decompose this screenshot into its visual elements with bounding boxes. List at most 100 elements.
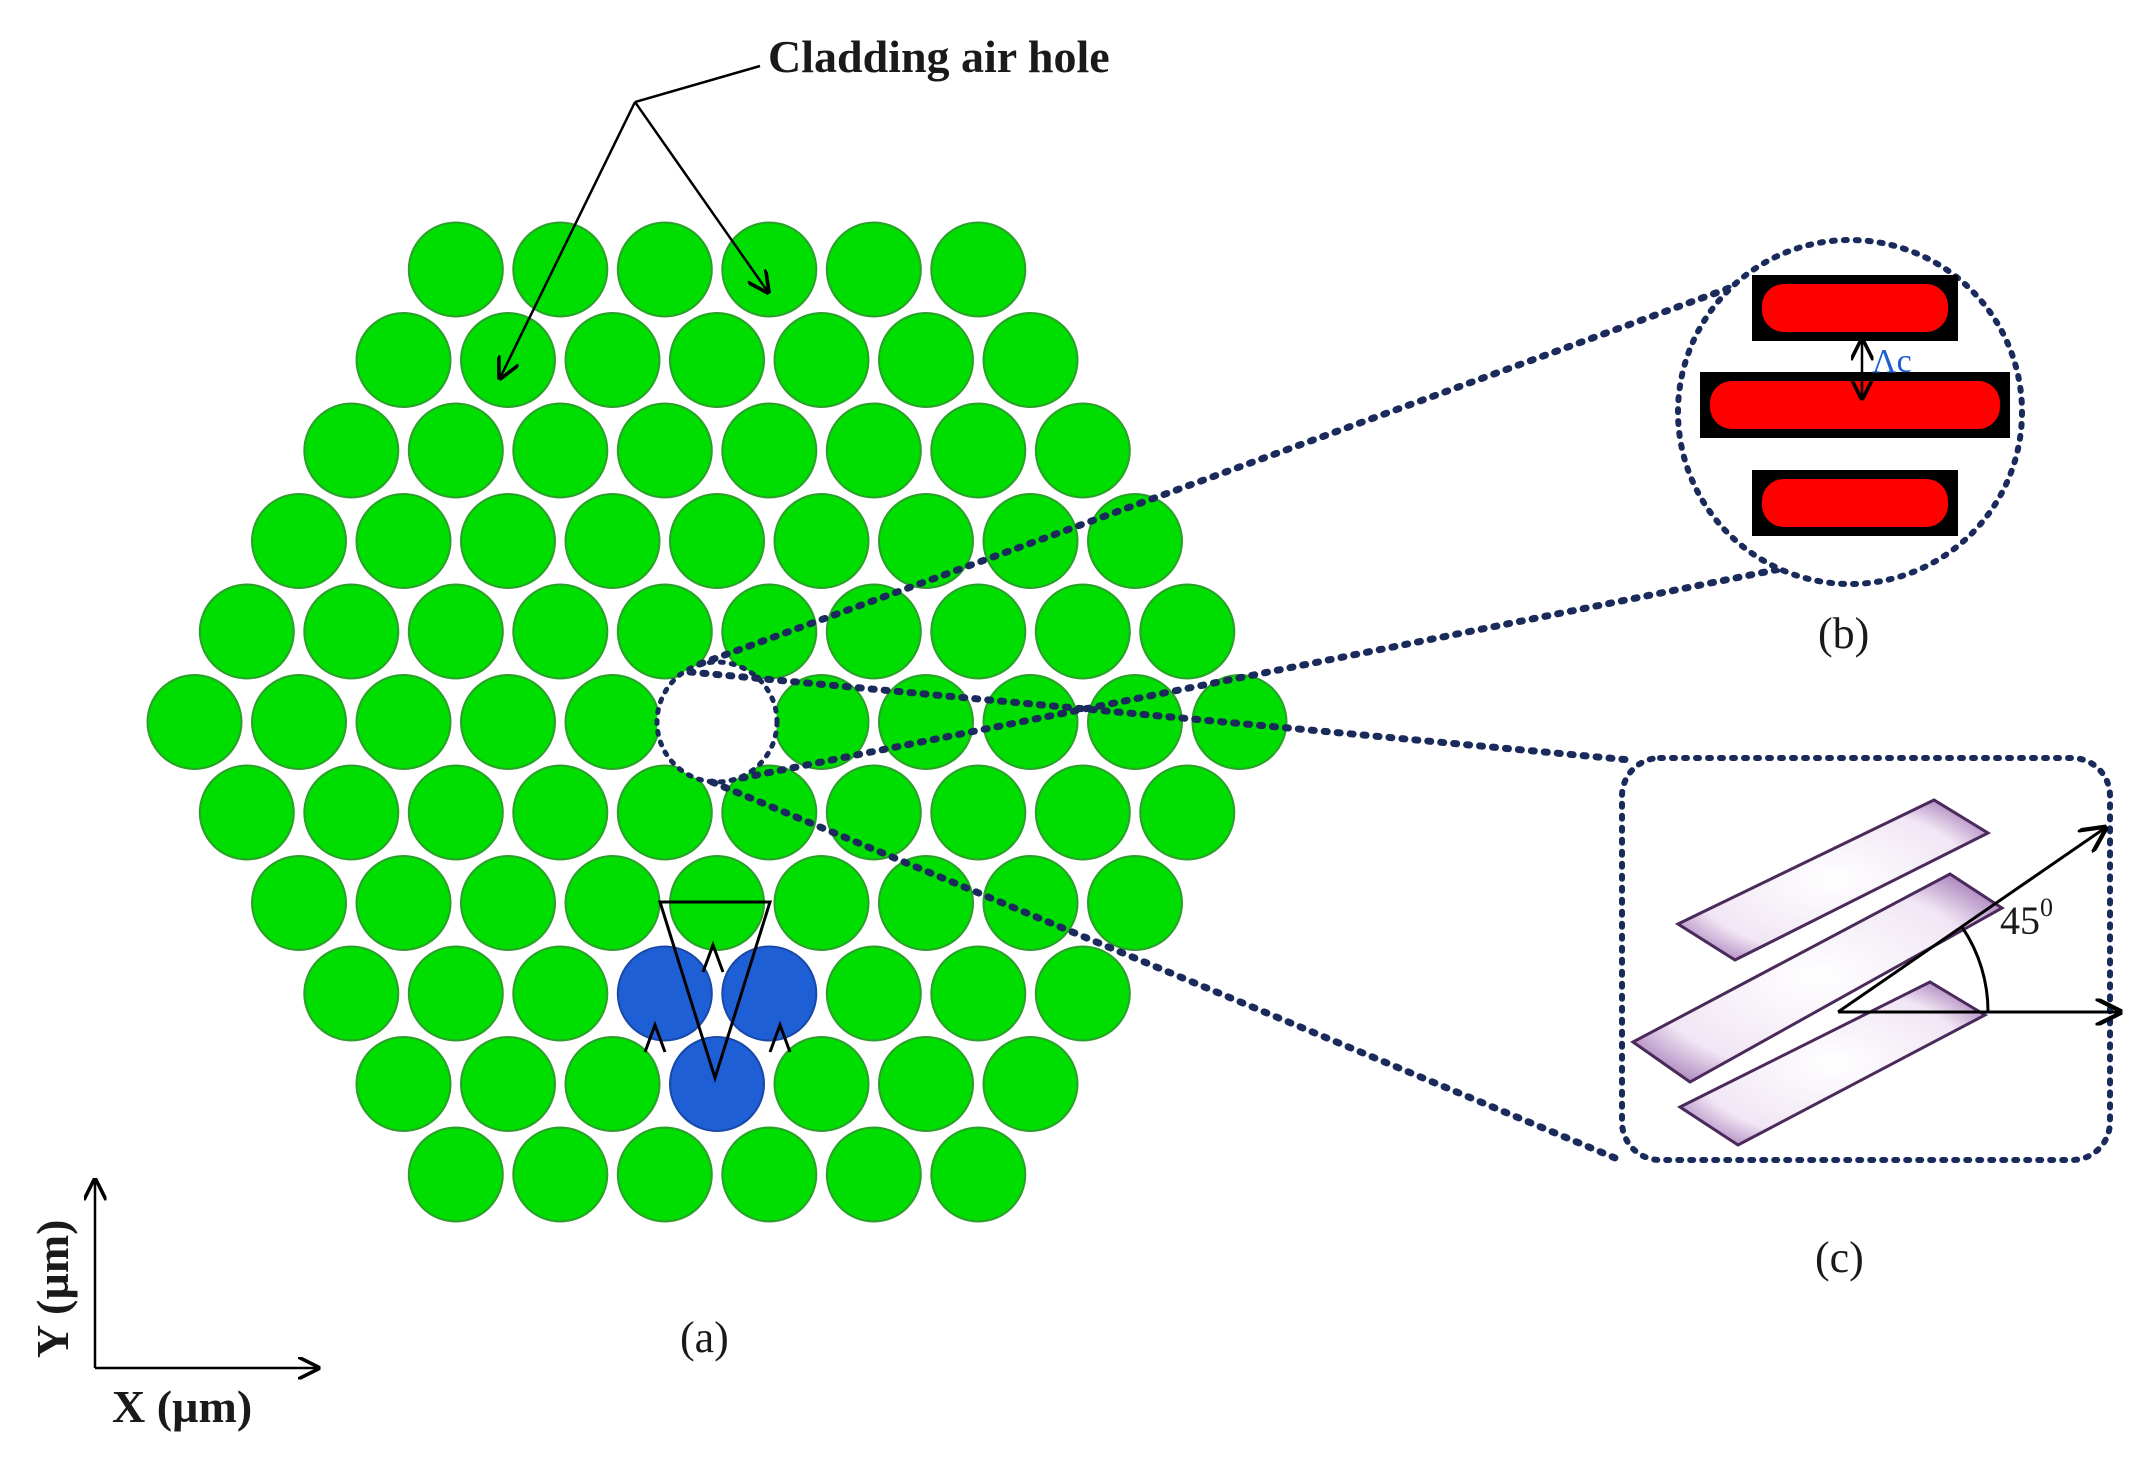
cladding-air-hole	[198, 583, 295, 680]
cladding-air-hole	[512, 221, 609, 318]
cladding-air-hole	[1034, 583, 1131, 680]
blue-air-hole	[721, 945, 818, 1042]
cladding-air-hole	[1087, 674, 1183, 770]
cladding-lattice	[146, 221, 1288, 1223]
lattice-spacing-label: Λc	[1872, 343, 1912, 380]
slot-bottom	[1676, 980, 1989, 1147]
blue-air-hole	[669, 1036, 765, 1132]
cladding-air-hole	[407, 583, 504, 680]
slot-top	[1674, 798, 1992, 962]
cladding-air-hole	[878, 855, 974, 951]
cladding-air-hole	[982, 1036, 1079, 1132]
cladding-air-hole	[303, 945, 400, 1042]
cladding-air-hole	[460, 1036, 556, 1132]
cladding-air-hole	[1087, 493, 1183, 589]
cladding-air-hole	[878, 1036, 974, 1132]
cladding-air-hole	[512, 764, 609, 861]
cladding-air-hole	[407, 764, 504, 861]
cladding-air-hole-label: Cladding air hole	[768, 31, 1110, 82]
cladding-air-hole	[825, 1126, 922, 1223]
cladding-air-hole	[1034, 945, 1131, 1042]
cladding-air-hole	[251, 493, 347, 589]
cladding-air-hole	[460, 674, 556, 770]
cladding-air-hole	[512, 1126, 609, 1223]
cladding-annotation-arrows	[500, 64, 768, 378]
angle-label: 450	[2000, 893, 2053, 943]
blue-triangle-marker	[643, 900, 792, 1084]
cladding-air-hole	[930, 764, 1027, 861]
cladding-air-hole	[512, 945, 609, 1042]
cladding-air-hole	[1139, 764, 1236, 861]
panel-label-b: (b)	[1818, 609, 1869, 658]
cladding-air-hole	[825, 945, 922, 1042]
cladding-air-hole	[773, 1036, 870, 1132]
slot-middle	[1630, 872, 2005, 1084]
inset-b: Λc	[1675, 237, 2025, 587]
cladding-air-hole	[460, 493, 556, 589]
cladding-air-hole	[773, 493, 870, 589]
cladding-air-hole	[669, 493, 765, 589]
cladding-air-hole	[616, 764, 713, 861]
panel-label-c: (c)	[1815, 1233, 1864, 1282]
cladding-air-hole	[825, 764, 922, 861]
cladding-air-hole	[407, 1126, 504, 1223]
cladding-air-hole	[407, 402, 504, 499]
cladding-air-hole	[564, 1036, 661, 1132]
cladding-air-hole	[303, 402, 400, 499]
cladding-air-hole	[721, 402, 818, 499]
cladding-air-hole	[930, 945, 1027, 1042]
cladding-air-hole	[303, 764, 400, 861]
cladding-air-hole	[564, 493, 661, 589]
cladding-air-hole	[930, 221, 1027, 318]
cladding-air-hole	[616, 1126, 713, 1223]
cladding-air-hole	[721, 764, 818, 861]
cladding-air-hole	[982, 312, 1079, 408]
cladding-air-hole	[355, 312, 452, 408]
projection-lines	[686, 271, 1804, 1164]
cladding-air-hole	[512, 402, 609, 499]
cladding-air-hole	[930, 402, 1027, 499]
panel-label-a: (a)	[680, 1313, 729, 1362]
cladding-air-hole	[355, 493, 452, 589]
y-axis-label: Y (µm)	[27, 1220, 78, 1358]
cladding-air-hole	[616, 583, 713, 680]
cladding-air-hole	[721, 1126, 818, 1223]
cladding-air-hole	[407, 221, 504, 318]
cladding-air-hole	[616, 402, 713, 499]
cladding-air-hole	[878, 674, 974, 770]
cladding-air-hole	[564, 674, 661, 770]
cladding-air-hole	[773, 855, 870, 951]
core-region	[654, 659, 780, 785]
cladding-air-hole	[982, 674, 1079, 770]
cladding-air-hole	[930, 1126, 1027, 1223]
cladding-air-hole	[251, 674, 347, 770]
coordinate-axes	[95, 1180, 318, 1368]
cladding-air-hole	[1034, 764, 1131, 861]
cladding-air-hole	[1139, 583, 1236, 680]
cladding-air-hole	[1087, 855, 1183, 951]
inset-c: 450	[1619, 755, 2120, 1163]
cladding-air-hole	[878, 493, 974, 589]
cladding-air-hole	[146, 674, 243, 770]
cladding-air-hole	[878, 312, 974, 408]
cladding-air-hole	[825, 402, 922, 499]
cladding-air-hole	[564, 855, 661, 951]
cladding-air-hole	[982, 855, 1079, 951]
cladding-air-hole	[930, 583, 1027, 680]
blue-air-hole	[616, 945, 713, 1042]
cladding-air-hole	[355, 1036, 452, 1132]
cladding-air-hole	[721, 221, 818, 318]
blue-triangular-holes	[616, 945, 818, 1132]
cladding-air-hole	[355, 674, 452, 770]
cladding-air-hole	[251, 855, 347, 951]
cladding-air-hole	[564, 312, 661, 408]
cladding-air-hole	[303, 583, 400, 680]
cladding-air-hole	[1034, 402, 1131, 499]
cladding-air-hole	[198, 764, 295, 861]
cladding-air-hole	[407, 945, 504, 1042]
cladding-air-hole	[512, 583, 609, 680]
cladding-air-hole	[825, 221, 922, 318]
cladding-air-hole	[460, 855, 556, 951]
cladding-air-hole	[355, 855, 452, 951]
